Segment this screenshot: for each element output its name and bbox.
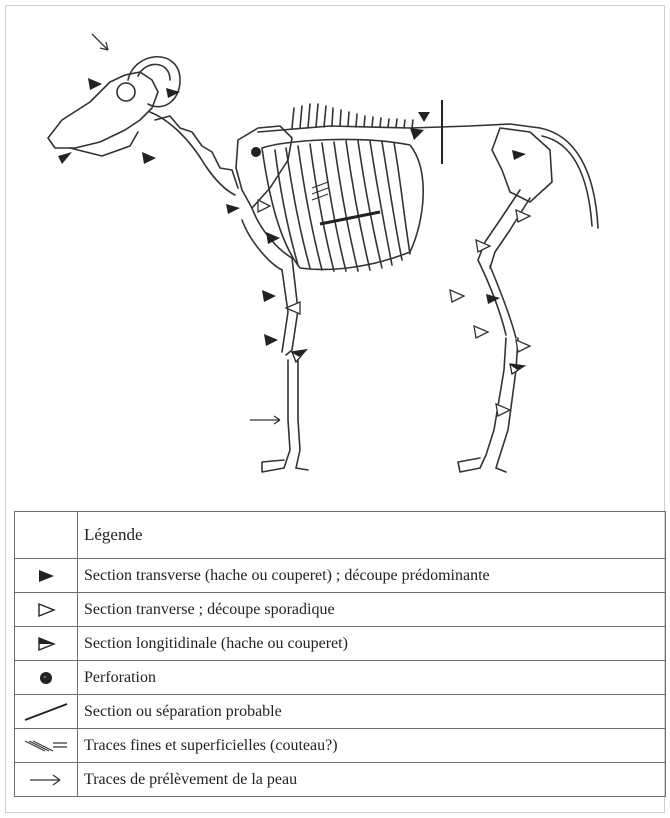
legend-row: Perforation [15, 661, 666, 695]
legend-row: Traces de prélèvement de la peau [15, 763, 666, 797]
legend-symbol-cell [15, 763, 78, 797]
legend-symbol-cell [15, 559, 78, 593]
legend-row: Section longitidinale (hache ou couperet… [15, 627, 666, 661]
legend-row: Section transverse (hache ou couperet) ;… [15, 559, 666, 593]
legend-text: Traces fines et superficielles (couteau?… [78, 729, 666, 763]
arrow-icon [28, 773, 64, 787]
perforation-dot-icon [38, 670, 54, 686]
front-metacarpal [284, 360, 290, 468]
fine-lines-icon [23, 738, 69, 754]
legend-row: Traces fines et superficielles (couteau?… [15, 729, 666, 763]
legend-text: Perforation [78, 661, 666, 695]
pelvis [492, 128, 552, 202]
rib-cage [262, 139, 423, 269]
legend-symbol-cell [15, 729, 78, 763]
scapula [236, 126, 292, 208]
skin-arrow-head [92, 34, 108, 50]
legend-text: Section longitidinale (hache ou couperet… [78, 627, 666, 661]
legend-header-empty-cell [15, 512, 78, 559]
legend-header-row: Légende [15, 512, 666, 559]
legend-text: Section tranverse ; découpe sporadique [78, 593, 666, 627]
legend-symbol-cell [15, 627, 78, 661]
legend-row: Section ou séparation probable [15, 695, 666, 729]
diagonal-line-icon [23, 702, 69, 722]
filled-triangle-icon [36, 568, 56, 584]
neck-vertebrae [150, 112, 235, 195]
hollow-triangle-icon [36, 602, 56, 618]
tail [540, 128, 598, 228]
legend-text: Section transverse (hache ou couperet) ;… [78, 559, 666, 593]
legend-row: Section tranverse ; découpe sporadique [15, 593, 666, 627]
half-filled-triangle-icon [36, 636, 56, 652]
skin-arrow-leg [250, 416, 280, 424]
sheep-skeleton-diagram [30, 20, 650, 490]
legend-symbol-cell [15, 661, 78, 695]
skull [48, 72, 158, 148]
legend-text: Traces de prélèvement de la peau [78, 763, 666, 797]
legend-symbol-cell [15, 695, 78, 729]
legend-symbol-cell [15, 593, 78, 627]
legend-text: Section ou séparation probable [78, 695, 666, 729]
legend-table: Légende Section transverse (hache ou cou… [14, 511, 666, 797]
legend-title: Légende [78, 512, 666, 559]
perforation-mark [251, 147, 261, 157]
